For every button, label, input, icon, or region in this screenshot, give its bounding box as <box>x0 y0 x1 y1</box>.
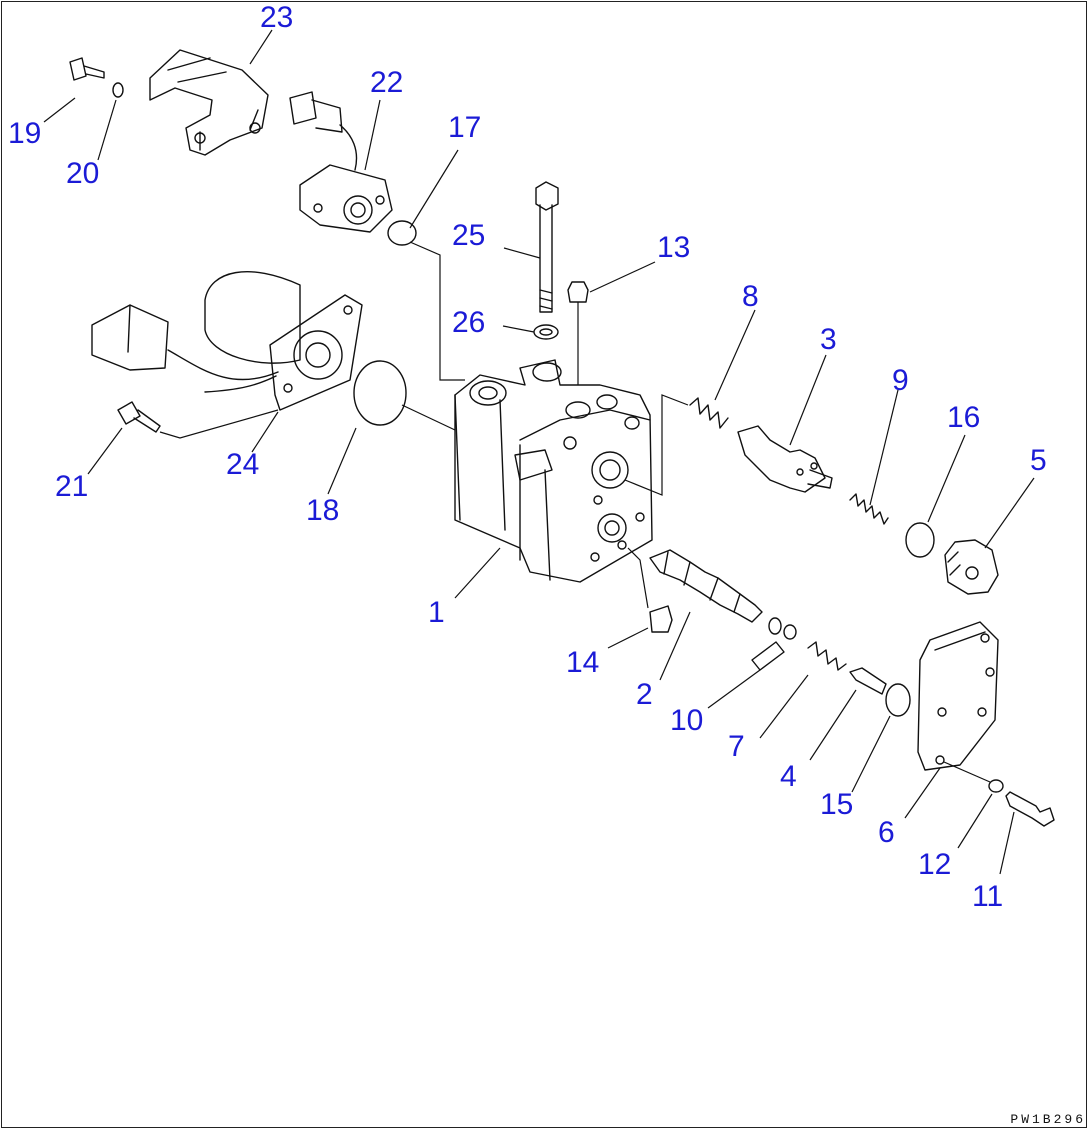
callout-25: 25 <box>452 219 486 252</box>
part-12-washer <box>988 779 1004 793</box>
part-8-spring <box>689 397 729 429</box>
callout-21: 21 <box>55 470 89 503</box>
part-22-sensor <box>289 91 393 233</box>
part-16-oring <box>905 522 935 558</box>
part-17-oring <box>387 220 417 246</box>
part-6-cover <box>917 621 999 771</box>
part-14-plug <box>649 605 673 633</box>
part-19-bolt <box>69 57 105 81</box>
part-13-plug <box>567 281 589 303</box>
part-7-spring <box>807 641 847 671</box>
callout-16: 16 <box>947 401 981 434</box>
callout-20: 20 <box>66 157 100 190</box>
part-26-washer <box>533 324 559 340</box>
callout-26: 26 <box>452 306 486 339</box>
callout-8: 8 <box>742 280 759 313</box>
callout-22: 22 <box>370 66 404 99</box>
callout-12: 12 <box>918 848 952 881</box>
callout-9: 9 <box>892 364 909 397</box>
callout-leaders <box>43 29 1035 875</box>
part-18-oring <box>353 360 407 426</box>
callout-15: 15 <box>820 788 854 821</box>
part-3-spool <box>737 425 833 493</box>
callout-11: 11 <box>972 880 1004 913</box>
part-2-spool <box>649 549 763 623</box>
callout-10: 10 <box>670 704 704 737</box>
part-1-valve-body <box>454 359 653 583</box>
part-10-collar <box>751 617 797 671</box>
callout-3: 3 <box>820 323 837 356</box>
part-20-washer <box>112 82 124 98</box>
callout-7: 7 <box>728 730 745 763</box>
callout-6: 6 <box>878 816 895 849</box>
callout-4: 4 <box>780 760 797 793</box>
callout-17: 17 <box>448 111 482 144</box>
part-5-plug-cap <box>944 539 999 595</box>
callout-1: 1 <box>428 596 445 629</box>
callout-5: 5 <box>1030 444 1047 477</box>
callout-19: 19 <box>8 117 42 150</box>
callout-23: 23 <box>260 1 294 34</box>
part-24-solenoid <box>91 271 363 411</box>
callout-18: 18 <box>306 494 340 527</box>
callout-14: 14 <box>566 646 600 679</box>
part-21-pin <box>117 401 161 433</box>
part-9-spring <box>849 493 889 525</box>
part-15-oring <box>885 683 911 717</box>
callout-2: 2 <box>636 678 653 711</box>
callout-24: 24 <box>226 448 260 481</box>
part-23-bracket <box>149 49 269 156</box>
drawing-code: PW1B296 <box>1010 1112 1086 1127</box>
part-25-bolt <box>535 181 559 313</box>
callout-13: 13 <box>657 231 691 264</box>
part-11-bolt <box>1005 791 1055 827</box>
part-4-pin <box>849 667 887 695</box>
